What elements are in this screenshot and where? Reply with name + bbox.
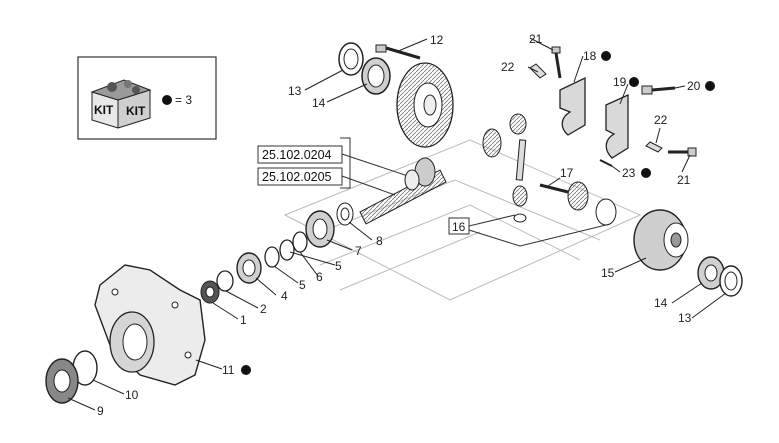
bullet-icon-19 <box>629 77 639 87</box>
callout-16: 16 <box>452 220 466 234</box>
callout-5-upper: 5 <box>335 259 342 273</box>
part-5-ring-b <box>264 246 280 268</box>
part-21-bolt-top <box>551 46 562 79</box>
part-14-bearing-top <box>361 57 391 95</box>
callout-22-right: 22 <box>654 113 668 127</box>
callout-1: 1 <box>240 313 247 327</box>
bullet-icon-20 <box>705 81 715 91</box>
kit-label-left: KIT <box>94 103 114 117</box>
reference-boxes: 25.102.0204 25.102.0205 <box>257 137 421 196</box>
part-2-washer <box>216 270 234 292</box>
callout-22-top: 22 <box>501 60 515 74</box>
part-16-callout-box <box>448 214 611 247</box>
callout-21-top: 21 <box>529 32 543 46</box>
part-18-bearing-cap <box>559 76 586 136</box>
bullet-icon-11 <box>241 365 251 375</box>
callout-14-top: 14 <box>312 96 326 110</box>
callout-12: 12 <box>430 33 444 47</box>
callout-7: 7 <box>355 244 362 258</box>
callout-13-top: 13 <box>288 84 302 98</box>
callout-21-right: 21 <box>677 173 691 187</box>
ring-gear <box>396 62 454 148</box>
part-8-washer <box>336 202 354 226</box>
part-13-seal-top <box>338 42 364 76</box>
part-22-clip-top <box>529 63 547 79</box>
part-21-bolt-right <box>668 147 697 157</box>
part-12-bolt <box>375 44 421 60</box>
kit-equals-text: = 3 <box>175 93 192 107</box>
differential-internals <box>482 113 617 226</box>
callout-23: 23 <box>622 166 636 180</box>
callout-14-right: 14 <box>654 296 668 310</box>
part-11-housing <box>94 264 206 386</box>
callout-labels: 12 13 14 21 22 18 19 20 22 23 21 17 16 1… <box>97 32 715 418</box>
part-1-nut <box>200 280 220 304</box>
callout-15: 15 <box>601 266 615 280</box>
part-7-bearing <box>305 210 335 248</box>
callout-11: 11 <box>222 363 235 377</box>
callout-2: 2 <box>260 302 267 316</box>
leader-lines <box>67 37 727 411</box>
part-13-seal-right <box>719 265 743 297</box>
ref-b-label: 25.102.0205 <box>262 170 332 184</box>
callout-10: 10 <box>125 388 139 402</box>
part-23-pin <box>599 159 613 167</box>
pinion-shaft <box>359 157 447 225</box>
kit-label-right: KIT <box>126 104 146 118</box>
callout-5-lower: 5 <box>299 278 306 292</box>
callout-19: 19 <box>613 75 627 89</box>
part-6-ring <box>292 231 308 253</box>
ref-a-label: 25.102.0204 <box>262 148 332 162</box>
kit-box-icon <box>90 79 152 129</box>
part-15-differential-case <box>633 209 689 271</box>
callout-8: 8 <box>376 234 383 248</box>
bullet-icon <box>162 95 172 105</box>
callout-6: 6 <box>316 270 323 284</box>
callout-20: 20 <box>687 79 701 93</box>
part-4-bearing <box>236 252 262 284</box>
part-9-bearing <box>45 358 79 404</box>
kit-legend: KIT KIT = 3 <box>77 56 217 140</box>
callout-13-right: 13 <box>678 311 692 325</box>
callout-9: 9 <box>97 404 104 418</box>
part-20-bolt <box>641 85 676 95</box>
bullet-icon-18 <box>601 51 611 61</box>
part-22-clip-right <box>645 141 663 153</box>
callout-17: 17 <box>560 166 574 180</box>
callout-18: 18 <box>583 49 597 63</box>
part-5-ring-a <box>279 239 295 261</box>
bullet-icon-23 <box>641 168 651 178</box>
part-19-bearing-cap <box>605 93 629 159</box>
callout-4: 4 <box>281 289 288 303</box>
